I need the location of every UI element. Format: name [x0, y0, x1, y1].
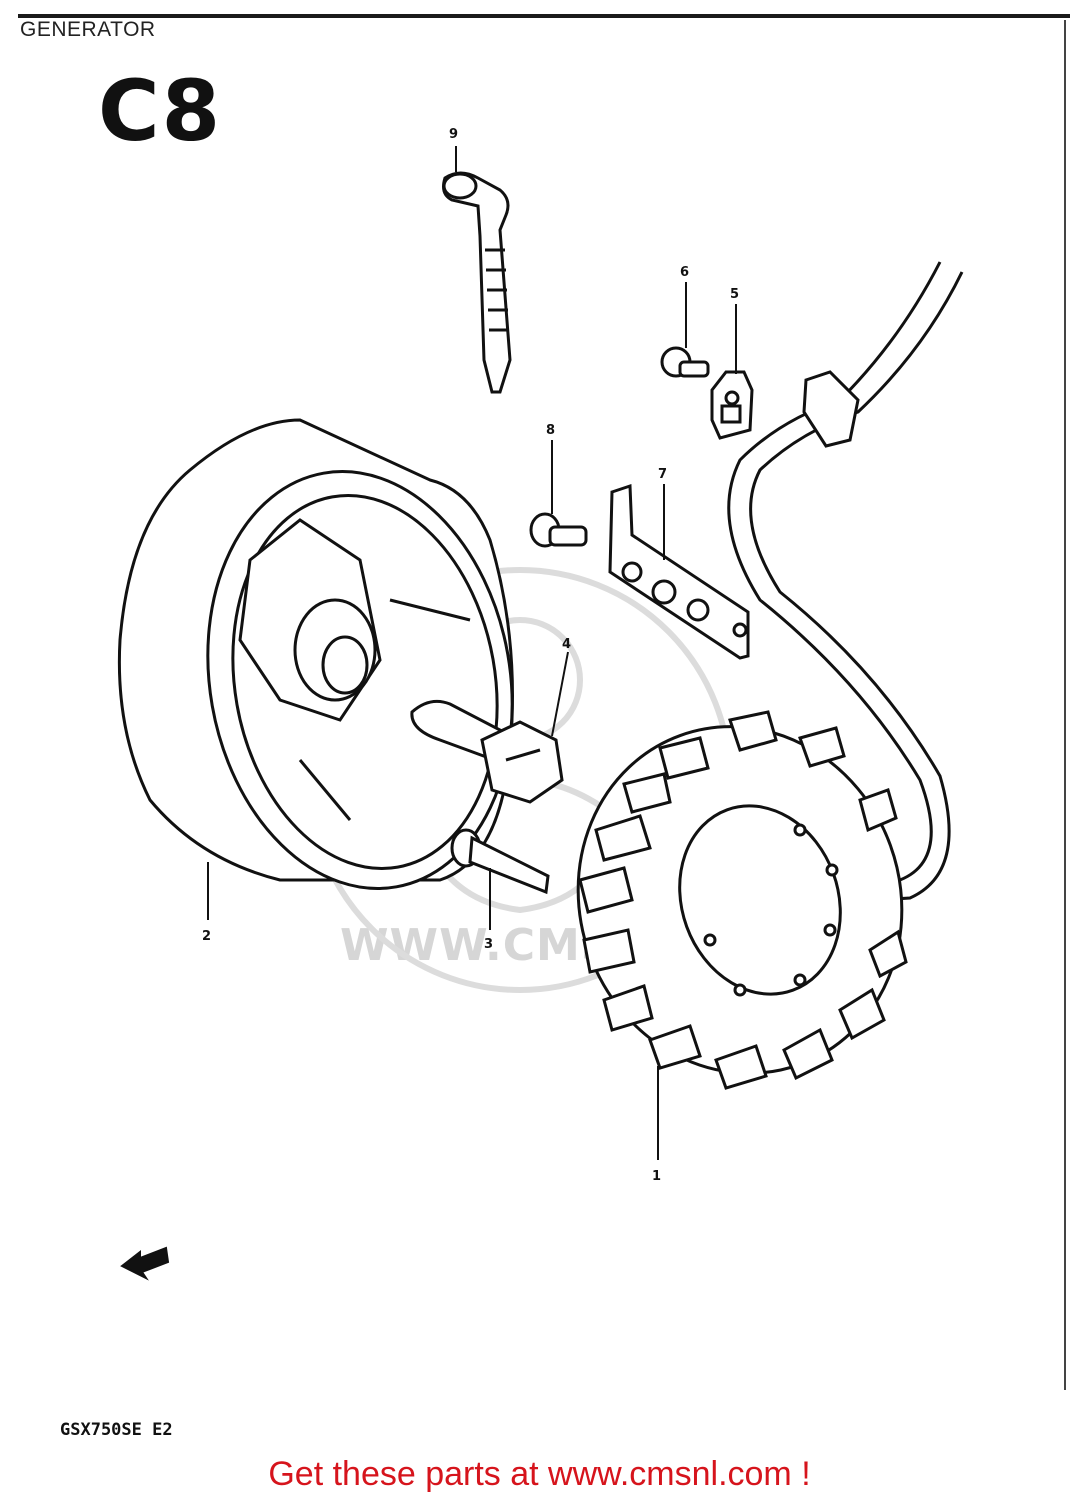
part-3-bolt: [450, 828, 550, 895]
page-title: GENERATOR: [20, 18, 156, 41]
part-5-lock-plate: [710, 370, 754, 440]
callout-7: 7: [658, 467, 667, 482]
right-border: [1064, 20, 1066, 1390]
model-code: GSX750SE E2: [60, 1420, 173, 1440]
callout-9: 9: [449, 127, 458, 142]
section-code: C8: [98, 62, 223, 160]
part-6-screw: [660, 346, 710, 378]
part-8-screw: [529, 512, 588, 548]
callout-8: 8: [546, 423, 555, 438]
footer-link[interactable]: Get these parts at www.cmsnl.com !: [268, 1455, 811, 1493]
stator-lead-wire: [727, 261, 964, 902]
callout-3: 3: [484, 937, 493, 952]
callout-5: 5: [730, 287, 739, 302]
part-7-clamp-plate: [608, 483, 750, 660]
top-rule: [18, 14, 1070, 18]
leader-lines: [207, 146, 737, 1160]
part-4-hex-bolt: [410, 699, 564, 804]
callout-1: 1: [652, 1169, 661, 1184]
callout-4: 4: [562, 637, 571, 652]
callout-2: 2: [202, 929, 211, 944]
part-1-stator: [576, 710, 908, 1090]
callout-6: 6: [680, 265, 689, 280]
front-arrow-icon: [120, 1246, 170, 1281]
part-9-bolt: [442, 171, 512, 394]
part-2-rotor: [117, 418, 514, 890]
